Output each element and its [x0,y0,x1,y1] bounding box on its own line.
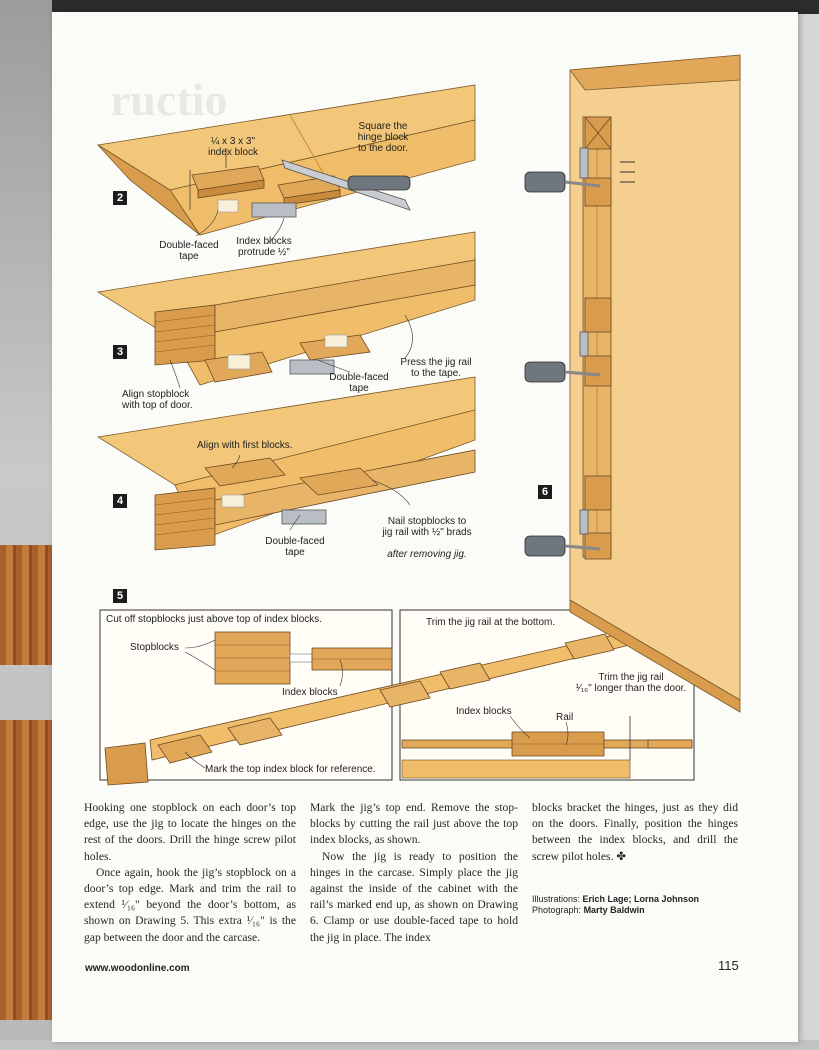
illustrations-label: Illustrations: [532,894,581,904]
page-number: 115 [718,958,739,973]
facing-page-wood-photo-lower [0,720,52,1020]
fig2-tape-label: Double-faced tape [159,240,219,262]
photograph-label: Photograph: [532,905,582,915]
fig2-square-label: Square the hinge block to the door. [357,121,409,154]
fig3-align-label: Align stopblock with top of door. [122,389,193,411]
col1-paragraph-1: Hooking one stopblock on each door’s top… [84,801,296,863]
scan-top-band [0,0,819,14]
figure-number-5: 5 [113,589,127,603]
fig4-nail-italic-text: after removing jig. [387,549,467,560]
figure-number-4: 4 [113,494,127,508]
col2-paragraph-2: Now the jig is ready to position the hin… [310,849,518,944]
fig4-align-first-label: Align with first blocks. [197,440,293,451]
fig5-cut-off-label: Cut off stopblocks just above top of ind… [106,614,323,625]
fig2-protrude-label: Index blocks protrude ½" [236,236,292,258]
drawing-3 [96,231,476,386]
col3-paragraph-1: blocks bracket the hinges, just as they … [532,801,738,863]
fig4-nail-text: Nail stopblocks to jig rail with ½" brad… [382,516,472,538]
fig5-stopblocks-label: Stopblocks [130,642,179,653]
fig5-mark-label: Mark the top index block for reference. [205,764,376,775]
fig2-index-block-label: ¼ x 3 x 3" index block [207,136,259,158]
fig5-index-blocks-label: Index blocks [282,687,338,698]
credits: Illustrations: Erich Lage; Lorna Johnson… [532,894,699,916]
body-column-2: Mark the jig’s top end. Remove the stop-… [310,800,518,946]
drawing-5 [99,609,695,786]
drawing-4 [96,376,476,551]
photograph-name: Marty Baldwin [583,905,645,915]
fig4-tape-label: Double-faced tape [265,536,325,558]
figure-number-6: 6 [538,485,552,499]
figure-number-3: 3 [113,345,127,359]
fig5-trim-longer-label: Trim the jig rail ¹⁄₁₆" longer than the … [575,672,687,694]
svg-text:ructio: ructio [110,74,228,125]
body-column-3: blocks bracket the hinges, just as they … [532,800,738,865]
fig3-tape-label: Double-faced tape [329,372,389,394]
fig5-rail-label: Rail [556,712,574,723]
col1-paragraph-2: Once again, hook the jig’s stopblock on … [84,865,296,944]
drawing-2 [96,84,476,236]
drawing-6 [524,54,741,713]
fig5-trim-bottom-label: Trim the jig rail at the bottom. [426,617,556,628]
facing-page-wood-photo [0,545,52,665]
figure-number-2: 2 [113,191,127,205]
scan-bottom-band [0,1040,819,1050]
body-column-1: Hooking one stopblock on each door’s top… [84,800,296,946]
footer-url: www.woodonline.com [85,963,190,974]
fig5-index-blocks-2-label: Index blocks [456,706,512,717]
col2-paragraph-1: Mark the jig’s top end. Remove the stop-… [310,801,518,847]
fig3-press-label: Press the jig rail to the tape. [400,357,472,379]
leader-lines [169,209,569,769]
fig4-nail-label: Nail stopblocks to jig rail with ½" brad… [372,505,482,560]
illustrations-names: Erich Lage; Lorna Johnson [582,894,700,904]
